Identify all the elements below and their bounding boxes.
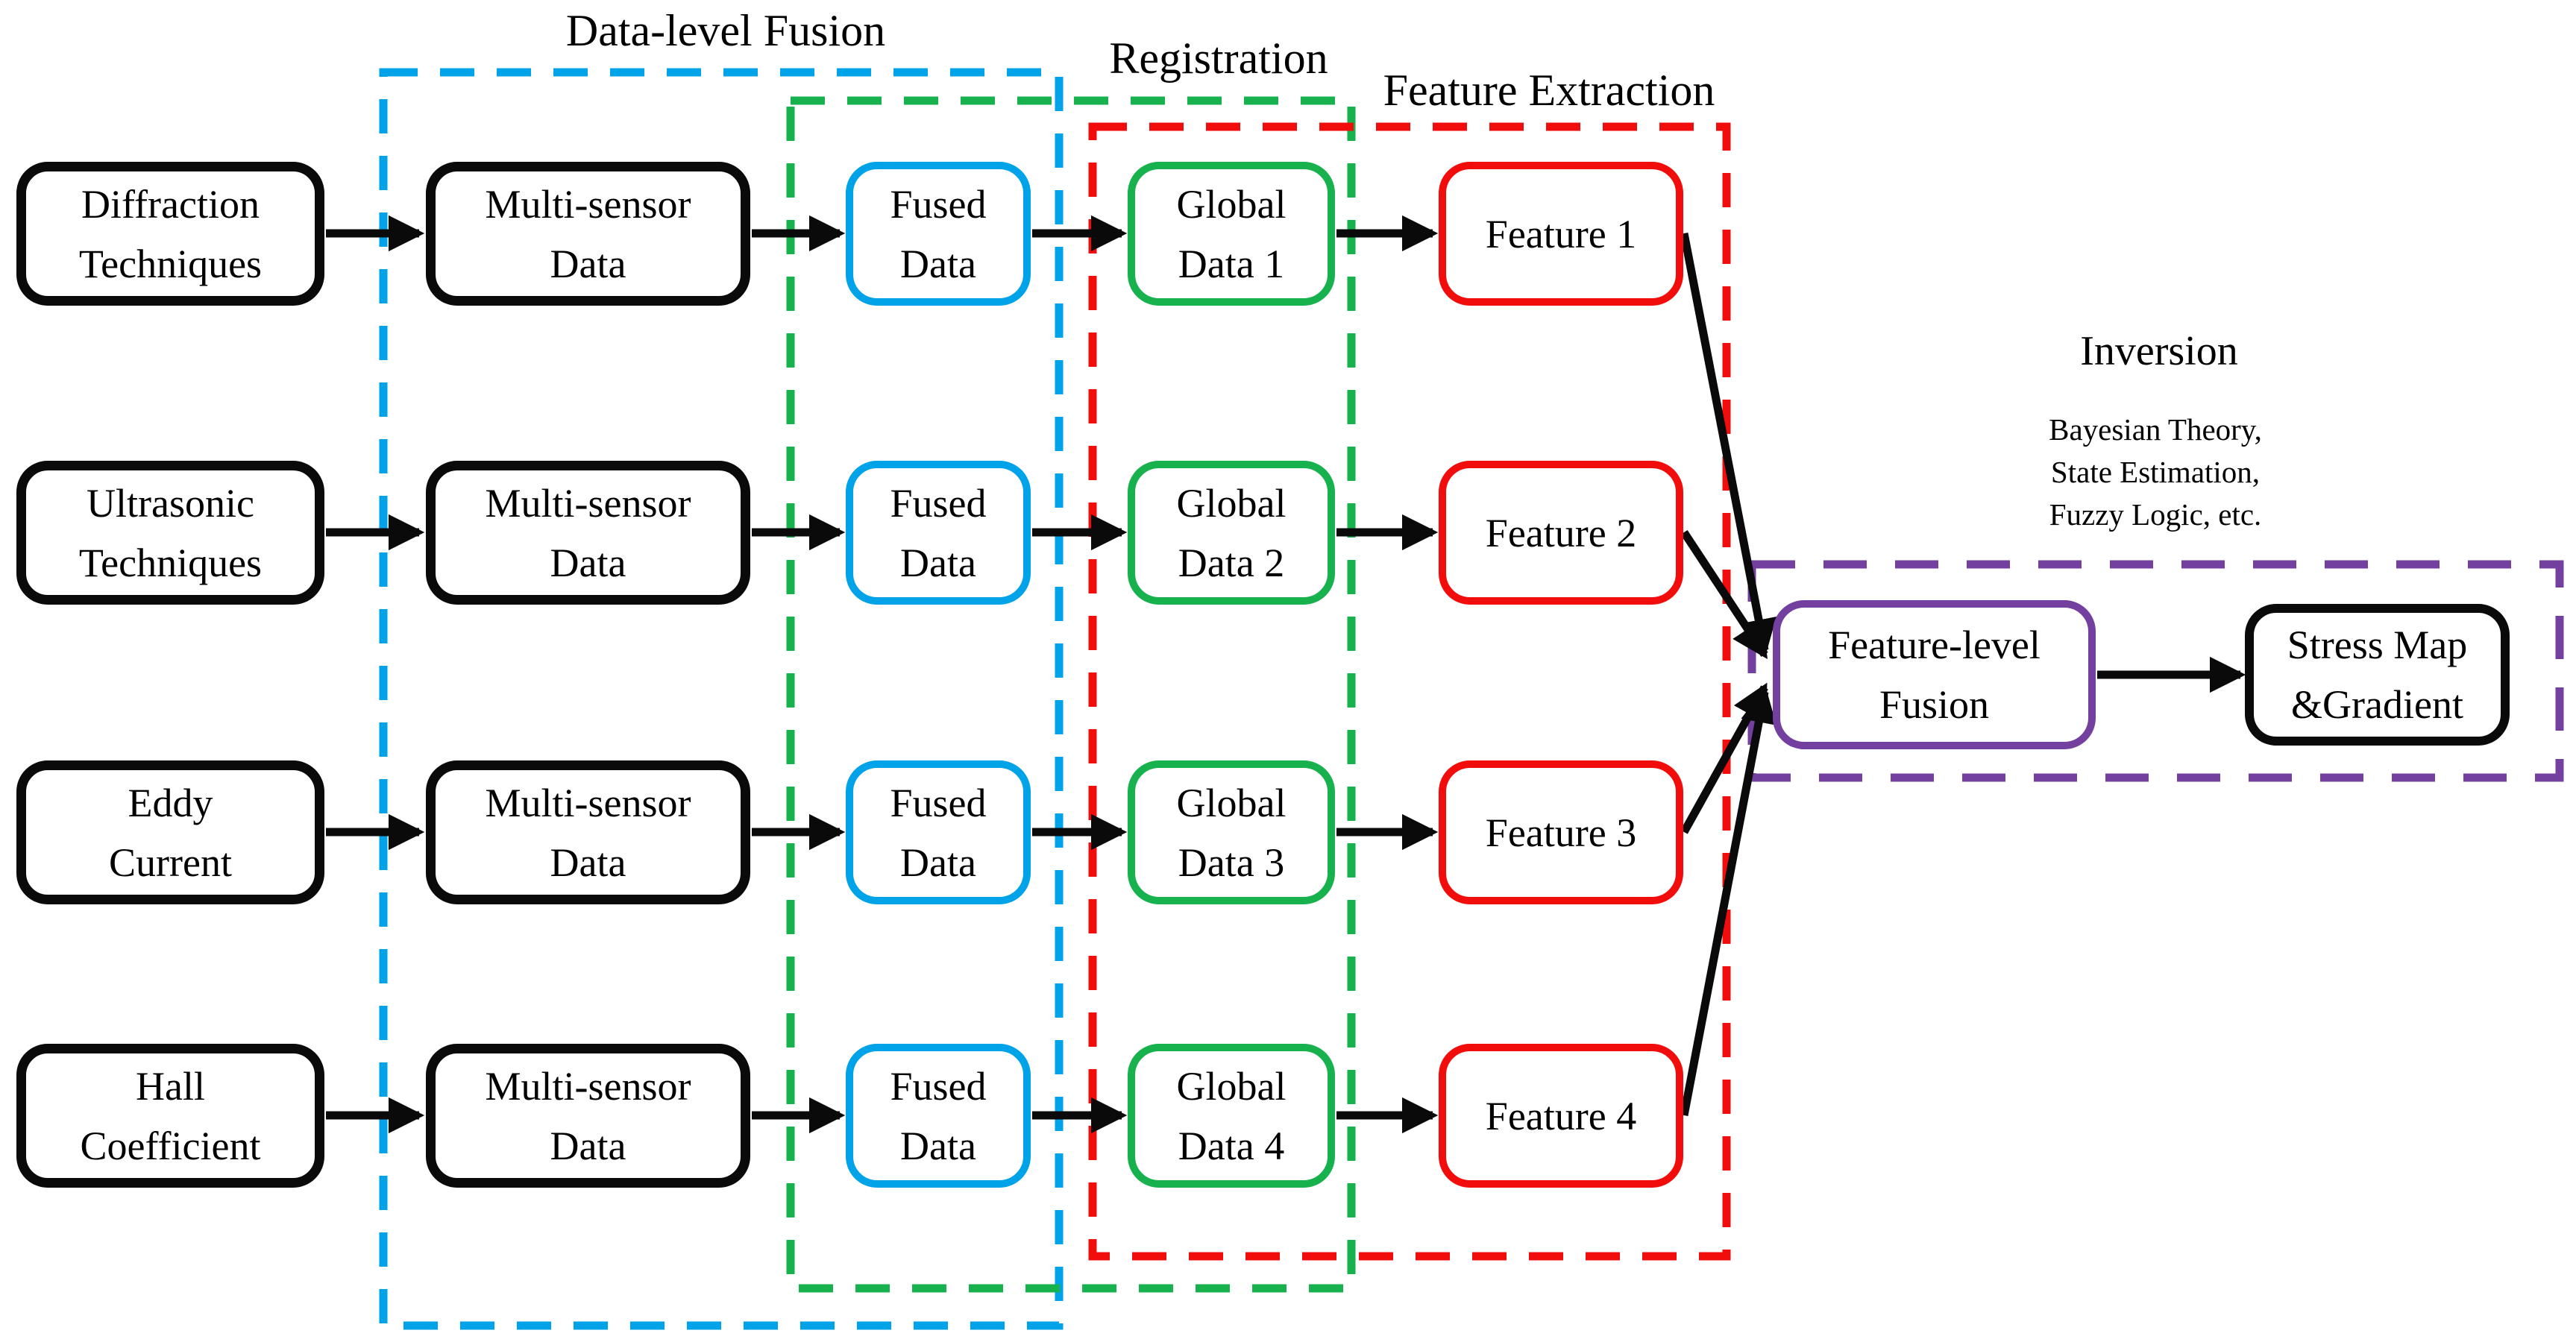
inversion-methods-text: Bayesian Theory, State Estimation, Fuzzy… — [1939, 409, 2372, 536]
box-label-line: &Gradient — [2291, 682, 2463, 727]
inversion-boundary — [1747, 560, 2564, 782]
box-global-data-2: Global Data 2 — [1128, 461, 1335, 605]
registration-boundary — [786, 96, 1356, 1293]
box-label-line: Techniques — [78, 540, 263, 585]
box-label-line: Fused — [890, 780, 987, 825]
box-label-line: Multi-sensor — [485, 480, 691, 526]
box-label-line: Data — [900, 540, 976, 585]
box-label-line: Feature 1 — [1485, 211, 1637, 256]
box-feature-1: Feature 1 — [1439, 162, 1683, 306]
box-label-line: Feature 4 — [1485, 1093, 1637, 1138]
data-level-fusion-label: Data-level Fusion — [565, 6, 886, 55]
box-global-data-4: Global Data 4 — [1128, 1044, 1335, 1188]
box-label-line: Data 1 — [1178, 241, 1285, 286]
box-fused-data-3: Fused Data — [846, 760, 1031, 904]
box-label-line: Diffraction — [81, 181, 260, 227]
box-label-line: Current — [109, 839, 232, 885]
box-fused-data-4: Fused Data — [846, 1044, 1031, 1188]
feature-extraction-boundary — [1088, 122, 1731, 1261]
box-label-line: Feature-level — [1828, 623, 2041, 667]
box-fused-data-2: Fused Data — [846, 461, 1031, 605]
box-feature-4: Feature 4 — [1439, 1044, 1683, 1188]
box-label-line: Data — [550, 241, 626, 286]
box-hall-coefficient: Hall Coefficient — [16, 1044, 324, 1188]
box-label-line: Techniques — [78, 241, 263, 286]
data-level-fusion-boundary — [379, 68, 1064, 1330]
box-label-line: Data — [550, 1123, 626, 1168]
box-label-line: Fused — [890, 480, 987, 526]
inversion-method-line: State Estimation, — [2050, 455, 2261, 489]
box-stress-map-gradient: Stress Map &Gradient — [2245, 604, 2510, 746]
box-label-line: Feature 2 — [1485, 510, 1637, 555]
box-global-data-1: Global Data 1 — [1128, 162, 1335, 306]
box-multisensor-data-4: Multi-sensor Data — [426, 1044, 750, 1188]
box-label-line: Fusion — [1879, 682, 1990, 727]
box-label-line: Fused — [890, 1063, 987, 1109]
box-label-line: Data — [550, 839, 626, 885]
box-label-line: Data — [550, 540, 626, 585]
box-global-data-3: Global Data 3 — [1128, 760, 1335, 904]
arrow-feature1-to-fusion — [1680, 232, 1777, 656]
box-label-line: Data 3 — [1178, 839, 1285, 885]
inversion-label: Inversion — [2080, 328, 2238, 374]
box-label-line: Multi-sensor — [485, 181, 691, 227]
box-label-line: Data 2 — [1178, 540, 1285, 585]
box-label-line: Data — [900, 839, 976, 885]
box-label-line: Feature 3 — [1485, 810, 1637, 855]
box-multisensor-data-3: Multi-sensor Data — [426, 760, 750, 904]
box-label-line: Multi-sensor — [485, 1063, 691, 1109]
box-label-line: Global — [1176, 480, 1287, 526]
box-feature-level-fusion: Feature-level Fusion — [1773, 600, 2096, 749]
box-label-line: Global — [1176, 181, 1287, 227]
registration-label: Registration — [1109, 34, 1328, 83]
arrow-feature4-to-fusion — [1680, 686, 1777, 1117]
box-diffraction-techniques: Diffraction Techniques — [16, 162, 324, 306]
box-label-line: Hall — [136, 1063, 205, 1109]
box-feature-3: Feature 3 — [1439, 760, 1683, 904]
box-label-line: Global — [1176, 780, 1287, 825]
inversion-method-line: Bayesian Theory, — [2049, 412, 2262, 447]
box-feature-2: Feature 2 — [1439, 461, 1683, 605]
box-label-line: Stress Map — [2287, 623, 2468, 667]
box-fused-data-1: Fused Data — [846, 162, 1031, 306]
box-eddy-current: Eddy Current — [16, 760, 324, 904]
feature-extraction-label: Feature Extraction — [1383, 66, 1715, 115]
box-label-line: Data — [900, 241, 976, 286]
box-multisensor-data-1: Multi-sensor Data — [426, 162, 750, 306]
box-label-line: Eddy — [128, 780, 213, 825]
box-label-line: Global — [1176, 1063, 1287, 1109]
box-label-line: Data — [900, 1123, 976, 1168]
box-label-line: Fused — [890, 181, 987, 227]
inversion-method-line: Fuzzy Logic, etc. — [2049, 497, 2262, 532]
box-label-line: Coefficient — [80, 1123, 261, 1168]
box-label-line: Data 4 — [1178, 1123, 1285, 1168]
box-label-line: Multi-sensor — [485, 780, 691, 825]
box-label-line: Ultrasonic — [87, 480, 254, 526]
box-multisensor-data-2: Multi-sensor Data — [426, 461, 750, 605]
arrow-feature2-to-fusion — [1680, 529, 1768, 660]
box-ultrasonic-techniques: Ultrasonic Techniques — [16, 461, 324, 605]
